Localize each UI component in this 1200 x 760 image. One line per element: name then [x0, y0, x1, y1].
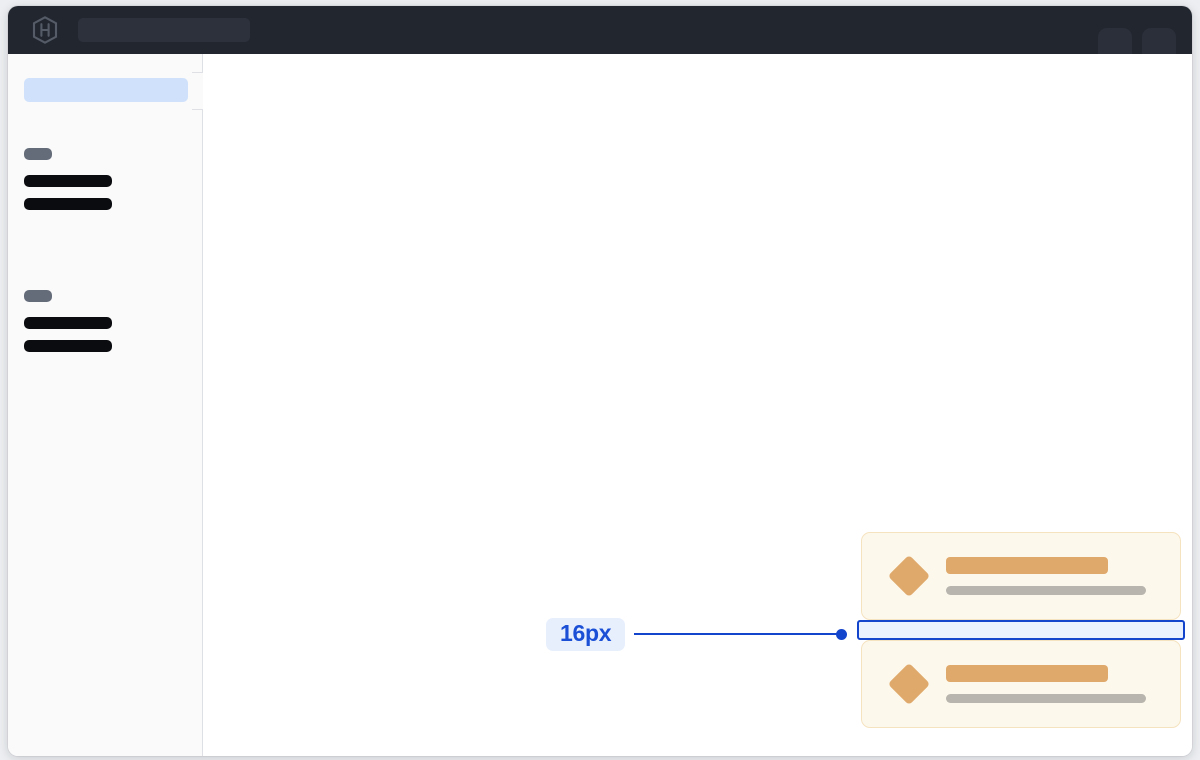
sidebar-group-label	[24, 290, 52, 302]
skeleton-card[interactable]	[861, 640, 1181, 728]
app-window: 16px	[8, 6, 1192, 756]
sidebar-item-selected[interactable]	[24, 78, 188, 102]
sidebar	[8, 54, 213, 756]
main-canvas: 16px	[203, 54, 1192, 756]
sidebar-group-label	[24, 148, 52, 160]
diamond-icon	[887, 554, 931, 598]
card-text-lines	[946, 557, 1146, 595]
header-chip-1[interactable]	[1098, 28, 1132, 54]
diamond-icon	[887, 662, 931, 706]
search-input[interactable]	[78, 18, 250, 42]
measurement-gap-box[interactable]	[857, 620, 1185, 640]
app-header	[8, 6, 1192, 54]
measurement-annotation: 16px	[546, 617, 848, 651]
sidebar-item[interactable]	[24, 340, 112, 352]
sidebar-item[interactable]	[24, 317, 112, 329]
measure-endpoint-dot	[836, 628, 848, 640]
card-title	[946, 557, 1108, 574]
sidebar-group-2	[8, 290, 202, 352]
sidebar-item[interactable]	[24, 198, 112, 210]
hexagon-logo-icon[interactable]	[32, 16, 58, 44]
header-chip-2[interactable]	[1142, 28, 1176, 54]
sidebar-group-1	[8, 148, 202, 210]
header-actions	[1098, 6, 1176, 54]
card-title	[946, 665, 1108, 682]
card-subtitle	[946, 586, 1146, 595]
card-stack	[857, 532, 1185, 728]
sidebar-item[interactable]	[24, 175, 112, 187]
card-subtitle	[946, 694, 1146, 703]
skeleton-card[interactable]	[861, 532, 1181, 620]
measurement-leader-line	[634, 633, 838, 635]
measurement-label[interactable]: 16px	[546, 617, 626, 651]
app-body: 16px	[8, 54, 1192, 756]
card-text-lines	[946, 665, 1146, 703]
